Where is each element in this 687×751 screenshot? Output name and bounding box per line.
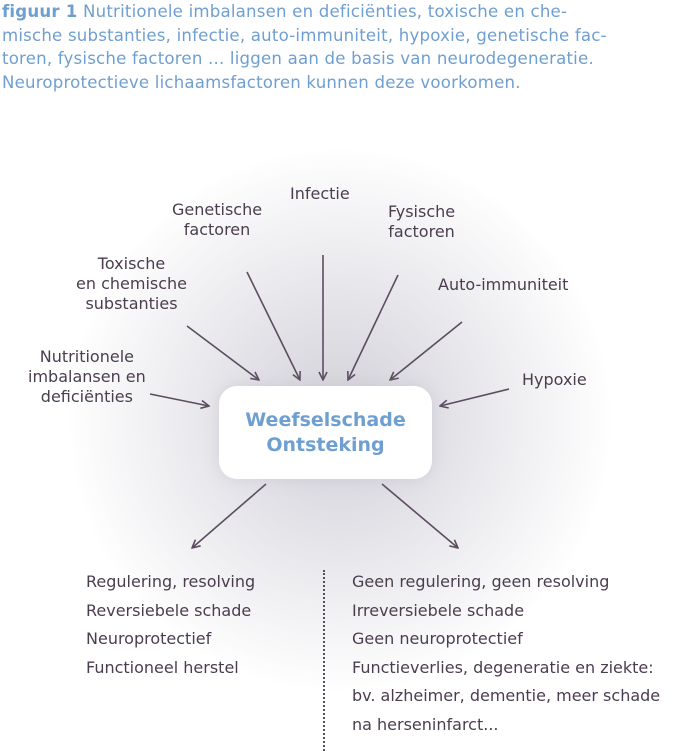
outcome-left-line-1: Regulering, resolving	[86, 572, 256, 591]
caption-line-3: toren, fysische factoren ... liggen aan …	[2, 49, 594, 68]
outcome-right-line-1: Geen regulering, geen resolving	[352, 572, 610, 591]
outcome-left: Regulering, resolving Reversiebele schad…	[86, 568, 255, 682]
center-title-line-1: Weefselschade	[245, 408, 406, 431]
outcome-left-line-4: Functioneel herstel	[86, 657, 239, 677]
cause-genetische-line-2: factoren	[183, 220, 251, 239]
cause-hypoxie: Hypoxie	[522, 370, 587, 390]
center-box: Weefselschade Ontsteking	[219, 386, 432, 479]
outcome-right-line-4: Functieverlies, degeneratie en ziekte:	[352, 657, 654, 677]
arrow-auto-immuniteit	[390, 321, 463, 380]
outcome-right-line-6: na herseninfarct...	[352, 714, 499, 734]
cause-auto-immuniteit-line-1: Auto-immuniteit	[438, 275, 569, 294]
arrow-hypoxie	[440, 388, 510, 406]
arrow-fysische	[348, 274, 399, 380]
cause-fysische: Fysische factoren	[388, 202, 455, 242]
cause-toxische-line-3: substanties	[85, 294, 178, 313]
caption-line-4: Neuroprotectieve lichaamsfactoren kunnen…	[2, 72, 521, 92]
outcome-right: Geen regulering, geen resolving Irrevers…	[352, 568, 660, 739]
outcome-left-line-2: Reversiebele schade	[86, 600, 252, 620]
arrow-outcome-left	[192, 483, 267, 548]
figure-label: figuur 1	[2, 2, 78, 21]
cause-toxische-line-2: en chemische	[76, 274, 187, 293]
cause-infectie: Infectie	[290, 184, 350, 204]
outcome-left-line-3: Neuroprotectief	[86, 629, 212, 648]
cause-genetische: Genetische factoren	[172, 200, 262, 240]
cause-auto-immuniteit: Auto-immuniteit	[438, 275, 568, 295]
arrow-outcome-right	[381, 483, 458, 548]
cause-hypoxie-line-1: Hypoxie	[522, 370, 587, 389]
arrow-nutritionele	[149, 393, 209, 406]
cause-nutritionele: Nutritionele imbalansen en deficiënties	[28, 347, 146, 407]
caption-line-2: mische substanties, infectie, auto-immun…	[2, 25, 607, 45]
figure-caption: figuur 1 Nutritionele imbalansen en defi…	[2, 0, 684, 94]
caption-line-1: Nutritionele imbalansen en deficiënties,…	[77, 2, 568, 21]
cause-infectie-line-1: Infectie	[290, 184, 350, 203]
center-title-line-2: Ontsteking	[266, 433, 385, 456]
outcome-divider	[323, 570, 325, 751]
arrow-genetische	[246, 271, 300, 380]
outcome-right-line-5: bv. alzheimer, dementie, meer schade	[352, 686, 661, 705]
cause-nutritionele-line-3: deficiënties	[40, 387, 133, 406]
cause-fysische-line-1: Fysische	[388, 202, 456, 221]
outcome-right-line-2: Irreversiebele schade	[352, 600, 525, 620]
cause-nutritionele-line-1: Nutritionele	[39, 347, 134, 366]
cause-genetische-line-1: Genetische	[172, 200, 263, 219]
cause-fysische-line-2: factoren	[388, 222, 455, 241]
cause-toxische-line-1: Toxische	[97, 254, 166, 273]
cause-toxische: Toxische en chemische substanties	[76, 254, 187, 314]
arrow-toxische	[186, 325, 259, 380]
outcome-right-line-3: Geen neuroprotectief	[352, 629, 523, 648]
cause-nutritionele-line-2: imbalansen en	[28, 367, 146, 386]
